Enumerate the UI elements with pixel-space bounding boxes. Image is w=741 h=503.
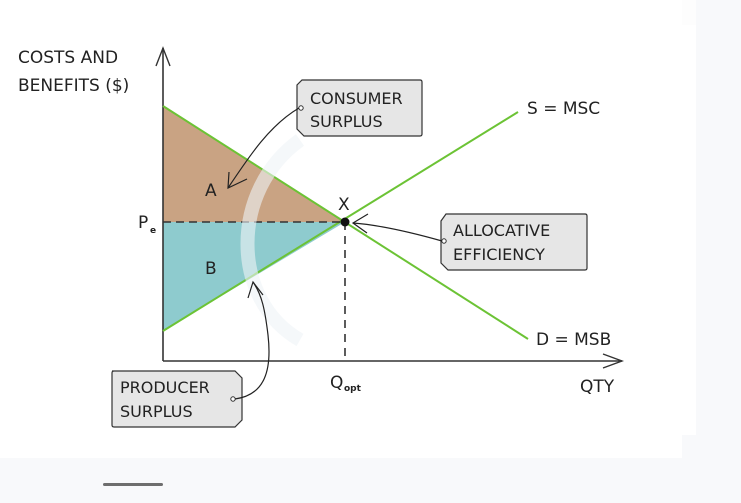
footer-divider bbox=[103, 483, 163, 486]
allocative-efficiency-line2: EFFICIENCY bbox=[453, 245, 545, 264]
allocative-efficiency-arrowhead bbox=[351, 213, 369, 234]
supply-curve-label: S = MSC bbox=[527, 99, 600, 119]
equilibrium-point bbox=[340, 217, 350, 227]
card-edge bbox=[682, 0, 696, 25]
consumer-surplus-arrow bbox=[227, 107, 300, 189]
watermark-shape bbox=[240, 134, 305, 347]
producer-surplus-arrow bbox=[234, 281, 270, 400]
price-label: P bbox=[138, 213, 148, 233]
supply-curve bbox=[162, 111, 519, 332]
producer-surplus-callout: PRODUCER SURPLUS bbox=[111, 370, 243, 428]
card-edge-strip bbox=[682, 25, 696, 435]
allocative-efficiency-line1: ALLOCATIVE bbox=[453, 221, 550, 240]
price-subscript: e bbox=[150, 226, 156, 236]
consumer-surplus-callout: CONSUMER SURPLUS bbox=[296, 79, 423, 137]
producer-surplus-line2: SURPLUS bbox=[120, 402, 193, 421]
quantity-subscript: opt bbox=[344, 384, 362, 394]
y-axis-label-line2: BENEFITS ($) bbox=[18, 76, 129, 96]
producer-surplus-line1: PRODUCER bbox=[120, 378, 210, 397]
demand-curve-label: D = MSB bbox=[536, 330, 611, 350]
x-axis-label: QTY bbox=[580, 377, 615, 397]
y-axis-label-line1: COSTS AND bbox=[18, 48, 118, 68]
consumer-surplus-line2: SURPLUS bbox=[310, 112, 383, 131]
consumer-surplus-line1: CONSUMER bbox=[310, 89, 403, 108]
quantity-label: Q bbox=[330, 373, 343, 393]
equilibrium-label: X bbox=[338, 195, 350, 215]
consumer-surplus-arrowhead bbox=[227, 171, 248, 189]
allocative-efficiency-arrow bbox=[352, 222, 443, 242]
area-b-label: B bbox=[205, 259, 217, 279]
x-axis-arrowhead bbox=[602, 353, 625, 369]
producer-surplus-arrowhead bbox=[247, 280, 264, 299]
allocative-efficiency-callout: ALLOCATIVE EFFICIENCY bbox=[440, 213, 588, 271]
area-a-label: A bbox=[205, 181, 217, 201]
y-axis-arrowhead bbox=[155, 46, 171, 67]
